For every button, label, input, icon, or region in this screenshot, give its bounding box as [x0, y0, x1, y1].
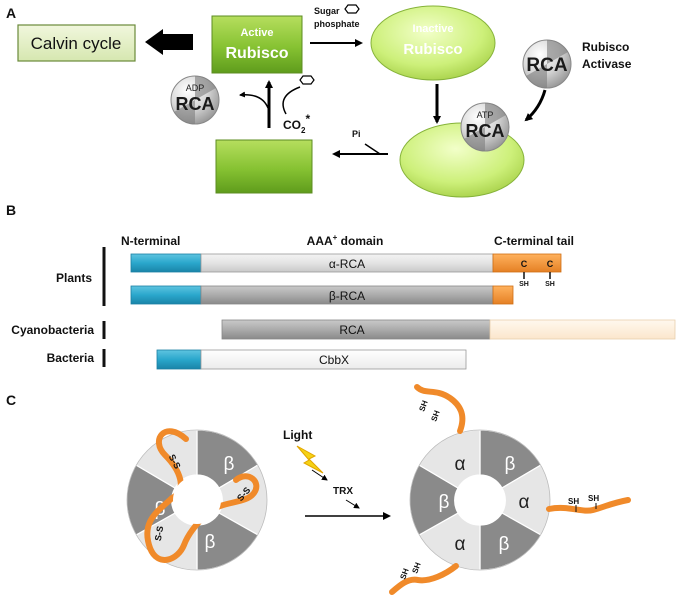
light-label: Light [283, 428, 312, 442]
panel-c-label: C [6, 392, 16, 408]
arrow-light-to-trx [311, 469, 328, 481]
cyanobacteria-rca-bar: RCA [221, 319, 676, 340]
panel-b-label: B [6, 202, 16, 218]
rca-atp-ball: ATP RCA [460, 102, 510, 152]
sh-right-2-label: SH [588, 494, 599, 503]
left-beta-1-label: β [224, 454, 235, 475]
right-alpha-1-label: α [455, 454, 466, 475]
pi-label: Pi [352, 129, 361, 139]
active-rubisco-box [211, 15, 303, 74]
sh-2-label: SH [545, 281, 555, 288]
plants-label: Plants [56, 271, 92, 285]
c-terminal-tail-header: C-terminal tail [494, 234, 574, 248]
panel-a: A Calvin cycle Active Rubisco Sugar phos… [6, 4, 632, 198]
sh-bottom-1-label: SH [398, 567, 410, 581]
beta-rca-bar: β-RCA [130, 285, 514, 305]
sh-bottom-2-label: SH [410, 561, 422, 575]
arrow-to-calvin-cycle [145, 29, 193, 55]
aaa-domain-header: AAA+ domain [307, 233, 384, 248]
light-bolt-icon [296, 445, 324, 474]
sh-top-1-label: SH [417, 399, 429, 413]
cbbx-label: CbbX [319, 353, 349, 367]
trx-label: TRX [333, 486, 353, 497]
calvin-cycle-box [17, 24, 136, 62]
ss-3-label: S-S [153, 525, 165, 542]
rca-adp-label: RCA [176, 94, 215, 114]
disulfide-tail-path [144, 428, 260, 563]
rca-free-ball: RCA [522, 39, 572, 89]
right-alpha-2-label: α [519, 492, 530, 513]
sh-top-2-label: SH [429, 409, 441, 423]
rca-atp-label: RCA [466, 121, 505, 141]
panel-c: C β β β S-S S-S S-S Light TRX [6, 384, 631, 595]
right-beta-2-label: β [439, 492, 450, 513]
alpha-rca-label: α-RCA [329, 257, 365, 271]
sugar-phosphate-line1: Sugar [314, 6, 340, 16]
arrow-to-rca-adp [239, 91, 269, 109]
rca-atp-top-label: ATP [477, 110, 494, 120]
sh-right-1-label: SH [568, 497, 579, 506]
inactive-rubisco-line2: Rubisco [403, 41, 462, 58]
n-terminal-header: N-terminal [121, 234, 180, 248]
sugar-phosphate-line2: phosphate [314, 19, 360, 29]
cbbx-bar: CbbX [156, 349, 467, 370]
calvin-cycle-label: Calvin cycle [31, 34, 122, 53]
active-rubisco-line1: Active [240, 27, 273, 39]
pi-curve [364, 143, 381, 155]
hexagon-small-icon [299, 75, 315, 85]
co2-label: CO2* [283, 112, 310, 135]
right-beta-3-label: β [499, 534, 510, 555]
rubisco-activase-line1: Rubisco [582, 40, 629, 54]
free-tail-top [414, 384, 466, 434]
arrow-trx [345, 499, 360, 509]
inactive-rubisco-ellipse [370, 5, 496, 81]
cyanobacteria-label: Cyanobacteria [11, 323, 94, 337]
rubisco-box-lower [215, 139, 313, 194]
rca-free-label: RCA [526, 55, 567, 76]
hexagon-curve [282, 86, 301, 115]
bacteria-label: Bacteria [47, 351, 95, 365]
rca-adp-ball: ADP RCA [170, 75, 220, 125]
sugar-phosphate-hexagon-icon [344, 4, 360, 14]
sh-1-label: SH [519, 281, 529, 288]
right-beta-1-label: β [505, 454, 516, 475]
arrow-rca-to-complex [524, 89, 547, 122]
active-rubisco-line2: Rubisco [225, 45, 288, 62]
beta-rca-label: β-RCA [329, 289, 365, 303]
left-beta-3-label: β [205, 532, 216, 553]
inactive-rubisco-line1: Inactive [413, 23, 454, 35]
panel-a-label: A [6, 5, 16, 21]
cysteine-2-label: C [547, 259, 554, 269]
panel-b: B N-terminal AAA+ domain C-terminal tail… [6, 202, 676, 370]
reduced-rca-ring: α β β α α β [409, 429, 551, 571]
cysteine-1-label: C [521, 259, 528, 269]
free-tail-right [546, 497, 631, 514]
right-alpha-3-label: α [455, 534, 466, 555]
cyanobacteria-rca-label: RCA [339, 323, 364, 337]
free-tail-bottom [389, 563, 459, 595]
alpha-rca-bar: α-RCA C C SH SH [130, 253, 562, 288]
rca-adp-top-label: ADP [186, 83, 205, 93]
left-ring-hole [173, 476, 221, 524]
rubisco-activase-line2: Activase [582, 57, 632, 71]
